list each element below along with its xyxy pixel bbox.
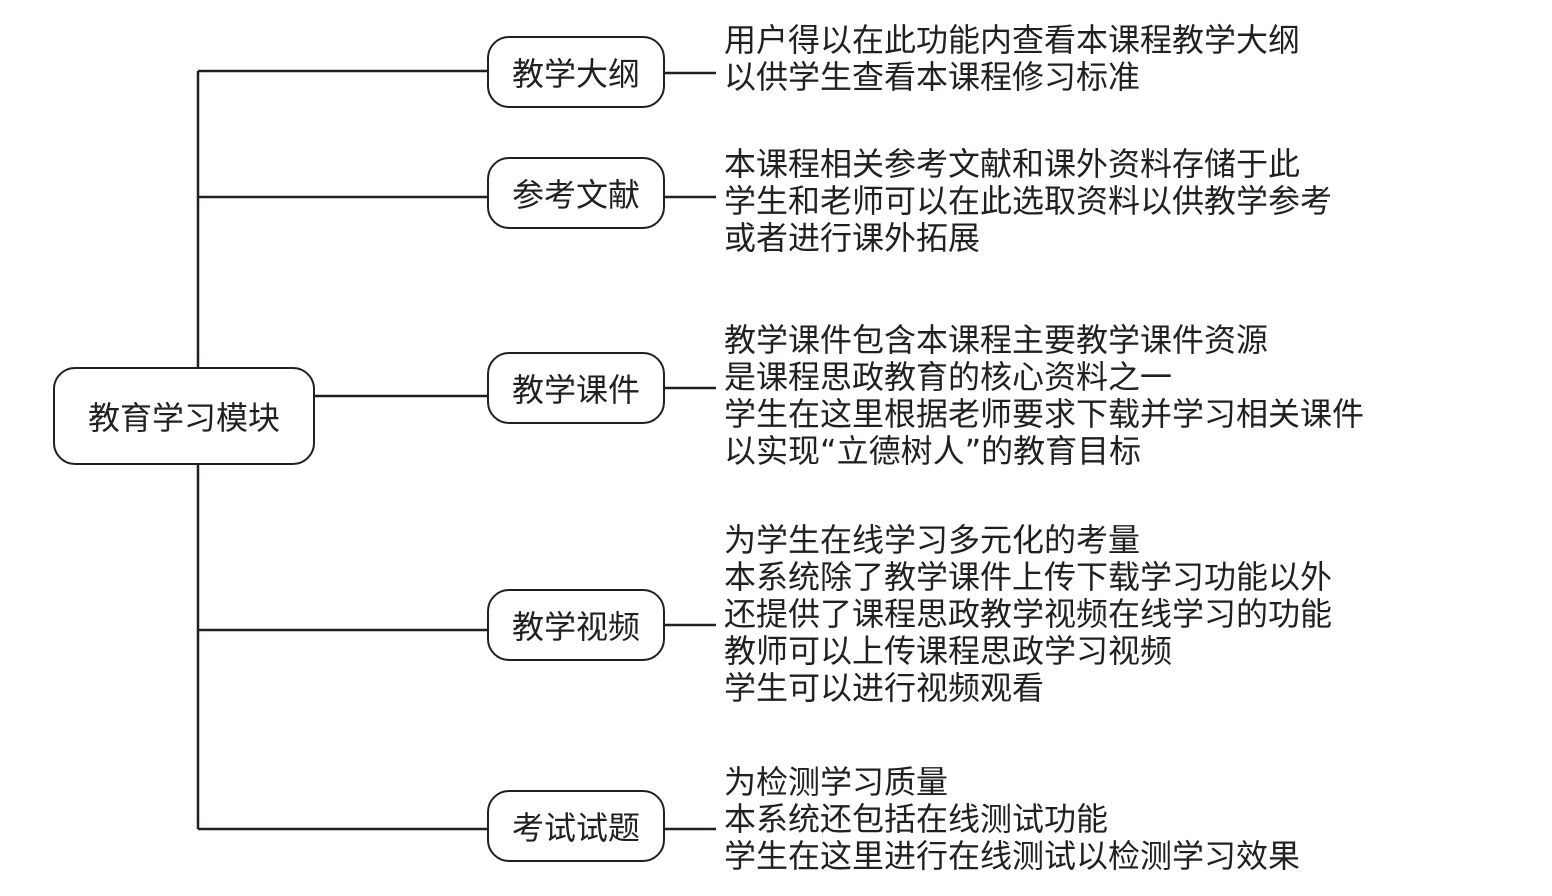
description-line: 教师可以上传课程思政学习视频 (724, 632, 1173, 670)
branch-node-exams: 考试试题 (487, 790, 665, 862)
description-line: 本系统还包括在线测试功能 (724, 800, 1109, 838)
root-node: 教育学习模块 (53, 367, 315, 465)
description-line: 本系统除了教学课件上传下载学习功能以外 (724, 558, 1333, 596)
description-courseware: 教学课件包含本课程主要教学课件资源 是课程思政教育的核心资料之一 学生在这里根据… (724, 322, 1364, 470)
description-line: 教学课件包含本课程主要教学课件资源 (724, 321, 1269, 359)
description-references: 本课程相关参考文献和课外资料存储于此 学生和老师可以在此选取资料以供教学参考 或… (724, 146, 1332, 257)
description-line: 学生在这里进行在线测试以检测学习效果 (724, 837, 1301, 875)
description-line: 或者进行课外拓展 (724, 219, 981, 257)
branch-node-videos: 教学视频 (487, 589, 665, 661)
description-videos: 为学生在线学习多元化的考量 本系统除了教学课件上传下载学习功能以外 还提供了课程… (724, 522, 1332, 707)
description-syllabus: 用户得以在此功能内查看本课程教学大纲 以供学生查看本课程修习标准 (724, 22, 1300, 96)
branch-label: 参考文献 (511, 176, 640, 214)
description-line: 是课程思政教育的核心资料之一 (724, 358, 1173, 396)
description-line: 还提供了课程思政教学视频在线学习的功能 (724, 595, 1333, 633)
description-exams: 为检测学习质量 本系统还包括在线测试功能 学生在这里进行在线测试以检测学习效果 (724, 764, 1300, 875)
description-line: 为检测学习质量 (724, 763, 949, 801)
branch-node-courseware: 教学课件 (487, 352, 665, 424)
branch-label: 教学大纲 (511, 55, 640, 93)
root-label: 教育学习模块 (87, 399, 280, 437)
branch-label: 教学课件 (511, 371, 640, 409)
branch-label: 考试试题 (511, 809, 640, 847)
description-line: 以实现“立德树人”的教育目标 (724, 432, 1142, 470)
description-line: 用户得以在此功能内查看本课程教学大纲 (724, 21, 1301, 59)
description-line: 本课程相关参考文献和课外资料存储于此 (724, 145, 1301, 183)
branch-node-references: 参考文献 (487, 157, 665, 229)
description-line: 以供学生查看本课程修习标准 (724, 58, 1141, 96)
description-line: 为学生在线学习多元化的考量 (724, 521, 1141, 559)
description-line: 学生在这里根据老师要求下载并学习相关课件 (724, 395, 1365, 433)
description-line: 学生可以进行视频观看 (724, 669, 1045, 707)
branch-node-syllabus: 教学大纲 (487, 36, 665, 108)
description-line: 学生和老师可以在此选取资料以供教学参考 (724, 182, 1333, 220)
branch-label: 教学视频 (511, 608, 640, 646)
